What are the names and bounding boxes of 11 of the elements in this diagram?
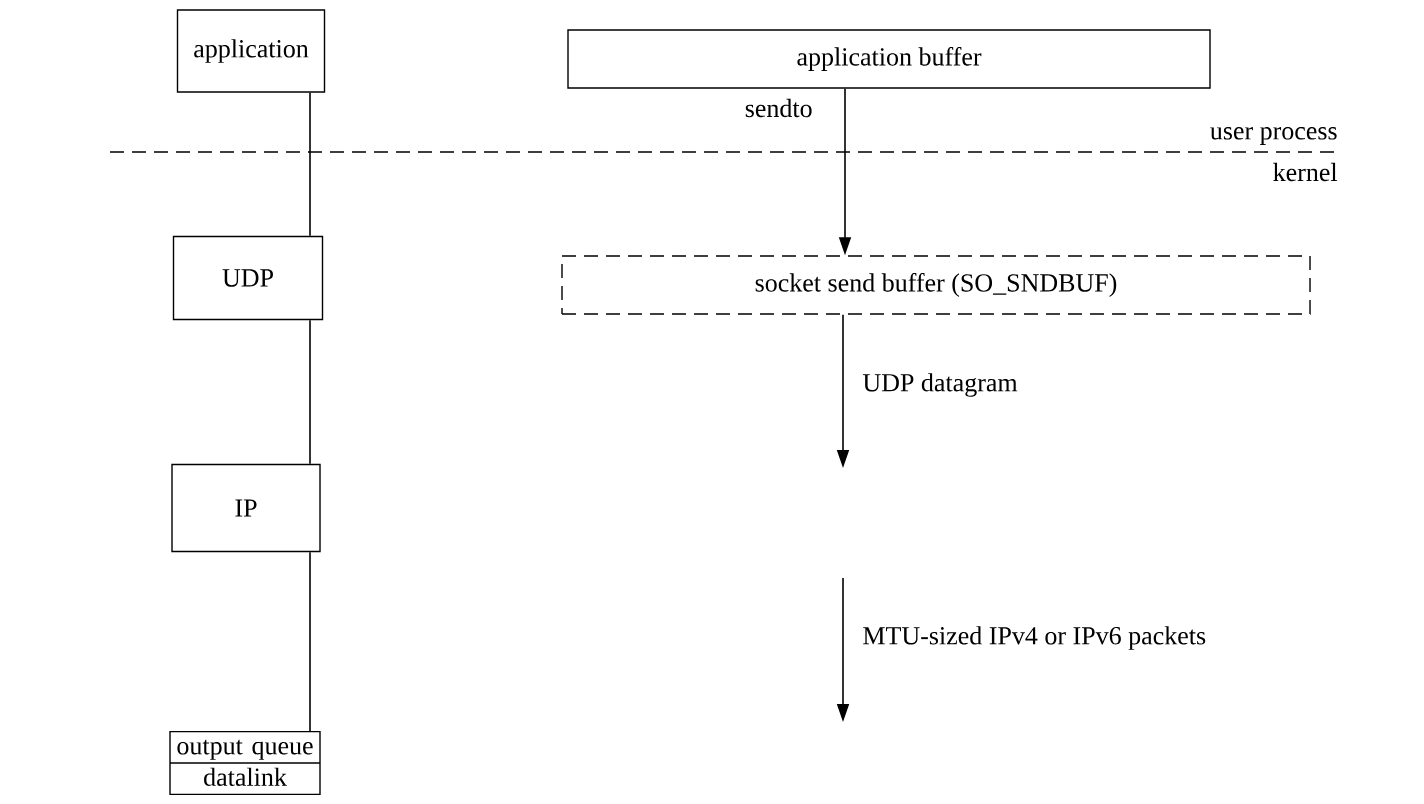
- edge-label: UDP datagram: [862, 373, 1018, 397]
- edge-label: sendto: [745, 98, 812, 118]
- process-box: IP: [171, 463, 321, 553]
- process-box: application: [176, 9, 326, 93]
- zone-label: kernel: [1273, 162, 1338, 182]
- process-box: application buffer: [567, 29, 1211, 89]
- arrow-label: MTU-sized IPv4 or IPv6 packets: [863, 626, 1206, 650]
- process-box: UDP: [172, 235, 324, 321]
- stacked-box: output queue datalink: [169, 730, 321, 796]
- dashed-box: socket send buffer (SO_SNDBUF): [561, 255, 1311, 315]
- zone-label: user process: [1210, 127, 1337, 145]
